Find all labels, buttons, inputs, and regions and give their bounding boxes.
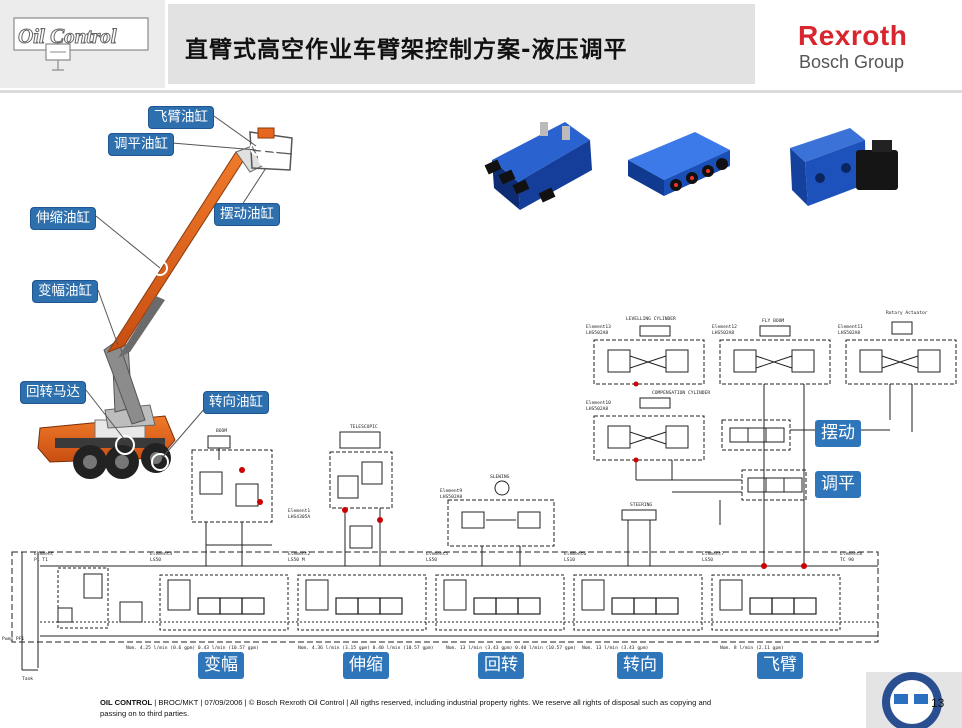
label-sec6b: TC 90 [840, 557, 854, 563]
label-flow2: Nom. 4.36 l/min (3.15 gpm) 0.40 l/min (1… [298, 645, 434, 651]
label-sec4: Element6 [564, 551, 586, 557]
brand-rexroth: Rexroth [798, 20, 908, 51]
oil-control-logo-graphic: Oil Control [13, 17, 149, 71]
section-label-steering: 转向 [617, 652, 663, 679]
label-inlet-b: P1 T1 [34, 557, 48, 563]
label-element-level-2b: LHS502A8 [712, 330, 734, 336]
label-sec1b: LS50 [150, 557, 161, 563]
brand-bosch-group: Bosch Group [799, 52, 905, 72]
label-jib-boom: FLY BOOM [762, 318, 784, 324]
label-tank: Tank [22, 676, 33, 682]
label-flow5: Nom. 8 l/min (2.11 gpm) [720, 645, 784, 651]
callout-steering-cylinder: 转向油缸 [203, 391, 269, 414]
label-element-boom: Element1 [288, 508, 310, 514]
label-steering: STEERING [630, 502, 652, 508]
section-label-slewing: 回转 [478, 652, 524, 679]
section-label-leveling: 调平 [815, 471, 861, 498]
label-element-comp-b: LHS502A8 [586, 406, 608, 412]
callout-slewing-motor: 回转马达 [20, 381, 86, 404]
quality-badge [866, 672, 962, 728]
title-banner [168, 4, 755, 84]
section-label-telescopic: 伸缩 [343, 652, 389, 679]
footer-company: OIL CONTROL [100, 698, 153, 707]
label-element-level-2: Element12 [712, 324, 737, 330]
header: Oil Control 直臂式高空作业车臂架控制方案-液压调平 Rexroth … [0, 0, 962, 88]
section-label-luffing: 变幅 [198, 652, 244, 679]
label-flow4: Nom. 13 l/min (3.43 gpm) [582, 645, 648, 651]
valve-photo-2 [628, 132, 730, 196]
label-element-level-1b: LHS502A8 [586, 330, 608, 336]
label-element-level-3: Element11 [838, 324, 863, 330]
label-inlet: Element [34, 551, 54, 557]
label-boom: BOOM [216, 428, 227, 434]
label-element-level-3b: LHS502A8 [838, 330, 860, 336]
label-flow1: Nom. 4.25 l/min (0.6 gpm) 0.43 l/min (10… [126, 645, 259, 651]
schematic-labels: LEVELLING CYLINDER COMPENSATION CYLINDER… [2, 310, 928, 682]
label-element-boom-b: LHS4305A [288, 514, 310, 520]
label-slewing: SLEWING [490, 474, 510, 480]
label-sec2: Element2 [288, 551, 310, 557]
label-telescopic: TELESCOPIC [350, 424, 378, 430]
callout-swing-cylinder: 摆动油缸 [214, 203, 280, 226]
label-sec5: Element7 [702, 551, 724, 557]
label-rotary-actuator: Rotary Actuator [886, 310, 928, 316]
label-compensation-cylinder: COMPENSATION CYLINDER [652, 390, 710, 396]
header-divider [0, 90, 962, 93]
label-sec2b: LS50 M [288, 557, 305, 563]
label-leveling-cylinder: LEVELLING CYLINDER [626, 316, 676, 322]
label-pump: Pump PF1 [2, 636, 24, 642]
page-number: 13 [931, 696, 945, 710]
label-element-slew: Element9 [440, 488, 462, 494]
section-label-fly-arm: 飞臂 [757, 652, 803, 679]
label-sec3b: LS50 [426, 557, 437, 563]
oil-control-logo: Oil Control [0, 0, 165, 88]
hydraulic-schematic [11, 321, 957, 671]
label-sec5b: LS50 [702, 557, 713, 563]
label-sec1: Element4 [150, 551, 172, 557]
callout-leveling-cylinder: 调平油缸 [108, 133, 174, 156]
label-sec3: Element5 [426, 551, 448, 557]
callout-luffing-cylinder: 变幅油缸 [32, 280, 98, 303]
label-sec4b: LS10 [564, 557, 575, 563]
callout-fly-arm-cylinder: 飞臂油缸 [148, 106, 214, 129]
footer-copyright: OIL CONTROL | BROC/MKT | 07/09/2006 | © … [100, 697, 770, 719]
label-flow3: Nom. 13 l/min (3.43 gpm) 0.40 l/min (10.… [446, 645, 576, 651]
footer-line2: passing on to third parties. [100, 709, 190, 718]
label-sec6: Element8 [840, 551, 862, 557]
page-title: 直臂式高空作业车臂架控制方案-液压调平 [185, 37, 628, 63]
label-element-level-1: Element13 [586, 324, 611, 330]
footer-line1: | BROC/MKT | 07/09/2006 | © Bosch Rexrot… [152, 698, 712, 707]
valve-photo-1 [484, 122, 592, 210]
label-element-comp: Element10 [586, 400, 611, 406]
label-element-slew-b: LHS502A8 [440, 494, 462, 500]
valve-photo-3 [790, 128, 898, 206]
section-label-swing: 摆动 [815, 420, 861, 447]
callout-telescopic-cylinder: 伸缩油缸 [30, 207, 96, 230]
boom-lift-illustration [37, 115, 293, 479]
